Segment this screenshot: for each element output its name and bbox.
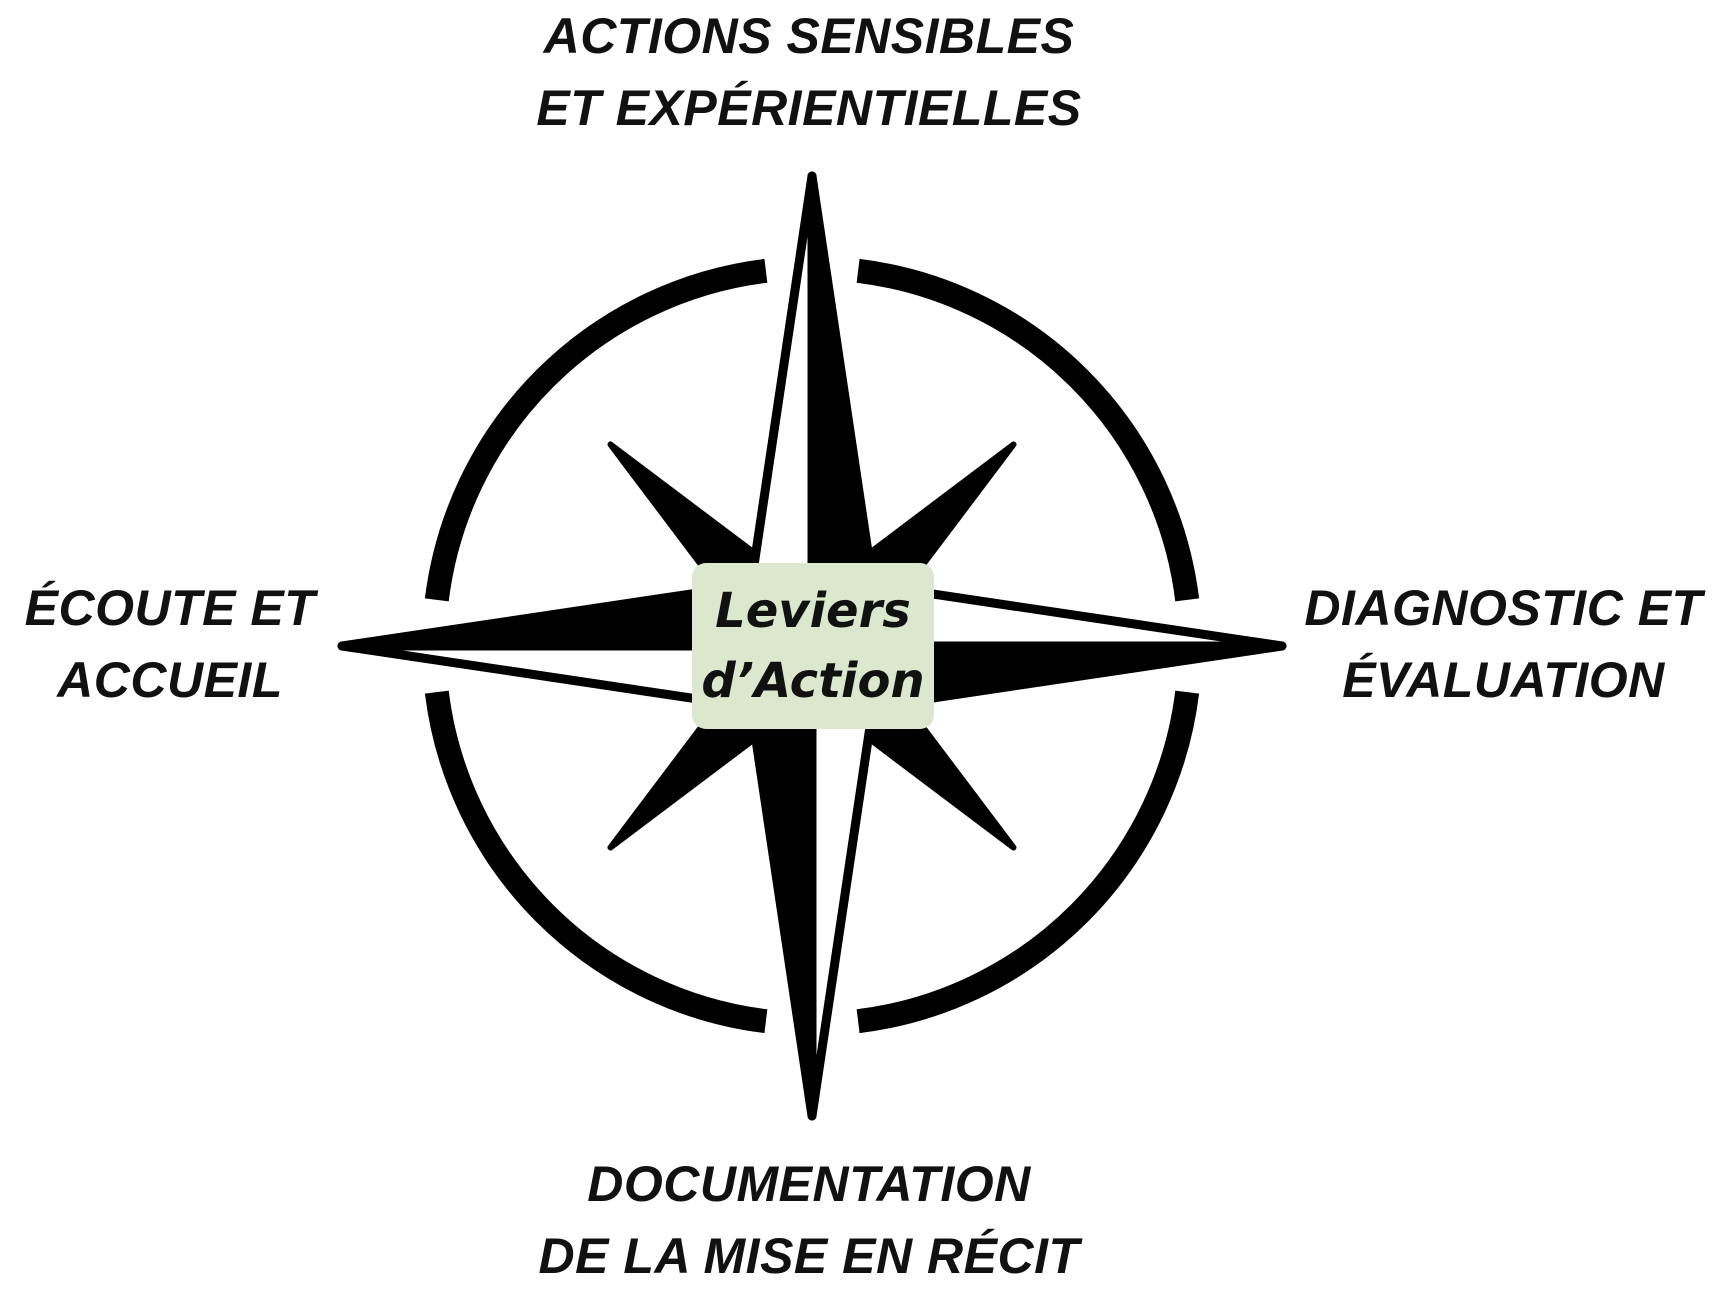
label-bottom-line2: DE LA MISE EN RÉCIT <box>538 1228 1080 1284</box>
label-left-line1: ÉCOUTE ET <box>24 580 316 636</box>
center-label-line1: Leviers <box>715 583 911 639</box>
center-label-box: Leviers d’Action <box>692 563 934 729</box>
ring-arc-top-left <box>424 258 768 602</box>
label-right-line2: ÉVALUATION <box>1342 652 1665 708</box>
label-top: ACTIONS SENSIBLES ET EXPÉRIENTIELLES <box>509 0 1109 144</box>
label-top-line2: ET EXPÉRIENTIELLES <box>536 80 1082 136</box>
label-right-line1: DIAGNOSTIC ET <box>1304 580 1703 636</box>
label-right: DIAGNOSTIC ET ÉVALUATION <box>1290 572 1717 716</box>
center-label-line2: d’Action <box>701 653 925 709</box>
label-bottom: DOCUMENTATION DE LA MISE EN RÉCIT <box>509 1148 1109 1292</box>
label-bottom-line1: DOCUMENTATION <box>587 1156 1031 1212</box>
label-top-line1: ACTIONS SENSIBLES <box>543 8 1075 64</box>
compass-ring <box>424 258 1200 1034</box>
ring-arc-bottom-left <box>424 690 768 1034</box>
ring-arc-bottom-right <box>856 690 1200 1034</box>
label-left: ÉCOUTE ET ACCUEIL <box>0 572 340 716</box>
ring-arc-top-right <box>856 258 1200 602</box>
label-left-line2: ACCUEIL <box>57 652 283 708</box>
